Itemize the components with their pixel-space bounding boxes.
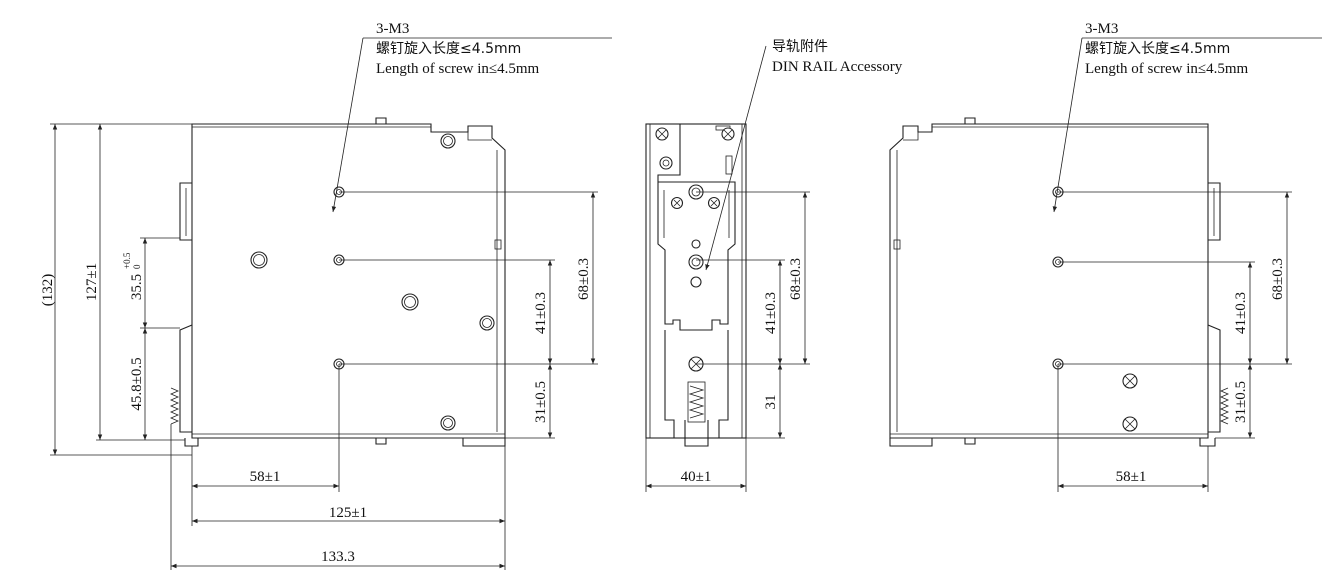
left-screw-length-cn: 螺钉旋入长度≤4.5mm (376, 41, 521, 57)
left-view-body (169, 117, 506, 447)
right-view-holes (1052, 186, 1138, 432)
left-screw-spec: 3-M3 (376, 21, 409, 37)
right-screw-spec: 3-M3 (1085, 21, 1118, 37)
dim-hole-spacing-b: 68±0.3 (576, 258, 592, 300)
mid-dim-width: 40±1 (681, 469, 712, 485)
left-view-dimension-lines (52, 124, 596, 569)
dim-body-height: 127±1 (84, 263, 100, 301)
dim-overall-height: (132) (40, 274, 56, 307)
dim-body-width: 125±1 (329, 505, 367, 521)
left-view: (132) 127±1 35.5 +0.5 0 45.8±0.5 68±0.3 … (40, 21, 612, 570)
dim-bottom-hole-offset: 31±0.5 (533, 381, 549, 423)
mid-dim-hole-spacing-a: 41±0.3 (763, 292, 779, 334)
dim-hole-spacing-a: 41±0.3 (533, 292, 549, 334)
right-view-body (889, 117, 1230, 447)
dim-lower-offset: 45.8±0.5 (129, 357, 145, 410)
din-rail-callout: 导轨附件 DIN RAIL Accessory (705, 39, 903, 271)
dim-overall-width: 133.3 (321, 549, 355, 565)
right-dim-hole-spacing-b: 68±0.3 (1270, 258, 1286, 300)
right-dim-bottom-hole-offset: 31±0.5 (1233, 381, 1249, 423)
middle-view: 68±0.3 41±0.3 31 40±1 导轨附件 DIN RAIL Acce… (645, 39, 903, 492)
middle-view-body (645, 123, 747, 447)
dim-rail-slot-tol-lower: 0 (132, 264, 142, 269)
mid-dim-bottom-offset: 31 (763, 395, 779, 410)
right-view-dimension-lines (1057, 191, 1292, 492)
right-dim-hole-spacing-a: 41±0.3 (1233, 292, 1249, 334)
din-rail-accessory-en: DIN RAIL Accessory (772, 59, 903, 75)
right-screw-length-cn: 螺钉旋入长度≤4.5mm (1085, 41, 1230, 57)
dim-rail-slot-tol-upper: +0.5 (122, 252, 132, 269)
din-rail-accessory-cn: 导轨附件 (772, 39, 828, 55)
right-view: 68±0.3 41±0.3 31±0.5 58±1 3-M3 螺钉旋入长度≤4.… (889, 21, 1322, 492)
left-view-holes (250, 133, 495, 431)
left-view-extension-lines (50, 123, 598, 570)
middle-view-dimension-lines (645, 191, 810, 492)
dim-hole-x: 58±1 (250, 469, 281, 485)
left-screw-length-en: Length of screw in≤4.5mm (376, 61, 540, 77)
right-screw-callout: 3-M3 螺钉旋入长度≤4.5mm Length of screw in≤4.5… (1052, 21, 1322, 213)
right-screw-length-en: Length of screw in≤4.5mm (1085, 61, 1249, 77)
mid-dim-hole-spacing-b: 68±0.3 (788, 258, 804, 300)
dim-rail-slot: 35.5 +0.5 0 (122, 252, 145, 300)
right-dim-hole-x: 58±1 (1116, 469, 1147, 485)
middle-view-screws (655, 127, 735, 372)
dim-rail-slot-base: 35.5 (129, 274, 145, 300)
left-screw-callout: 3-M3 螺钉旋入长度≤4.5mm Length of screw in≤4.5… (331, 21, 612, 213)
